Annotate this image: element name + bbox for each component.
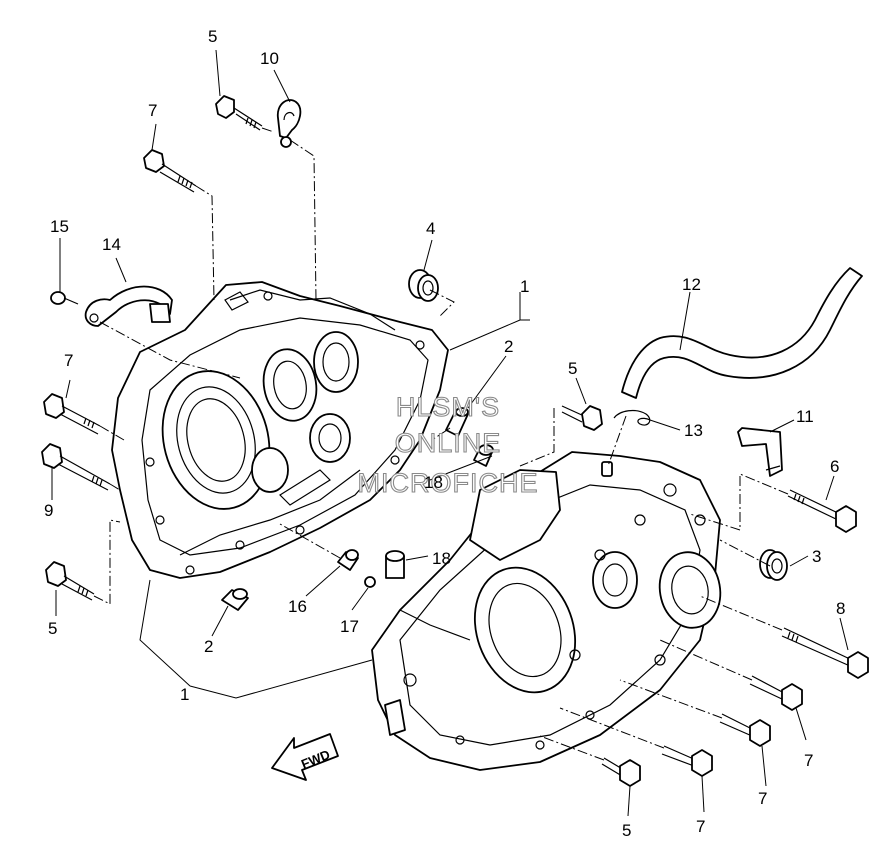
oil-seal-4[interactable] xyxy=(408,269,439,302)
bolt-6[interactable] xyxy=(787,489,857,533)
callout-11: 11 xyxy=(796,407,814,426)
dowel-18-mid[interactable] xyxy=(385,550,405,579)
callout-5-mid: 5 xyxy=(568,359,577,378)
callout-10: 10 xyxy=(260,49,279,68)
dowel-2-bot[interactable] xyxy=(221,588,249,611)
clamp[interactable] xyxy=(613,409,651,426)
callout-18-mid: 18 xyxy=(432,549,451,568)
assembly-lines xyxy=(93,127,789,761)
o-ring-17[interactable] xyxy=(364,576,376,588)
bolt-7-top[interactable] xyxy=(143,149,197,193)
callout-3: 3 xyxy=(812,547,821,566)
callout-14: 14 xyxy=(102,235,121,254)
bolt-7-left[interactable] xyxy=(43,393,101,435)
callout-1-bot: 1 xyxy=(180,685,189,704)
bolt-5-bot[interactable] xyxy=(601,757,641,787)
callout-13: 13 xyxy=(684,421,703,440)
clamp-bracket[interactable] xyxy=(276,99,302,148)
callout-5-top: 5 xyxy=(208,27,217,46)
bolt-7-r2[interactable] xyxy=(719,713,771,747)
bolt-8[interactable] xyxy=(781,627,869,679)
leader-lines xyxy=(51,49,849,817)
callout-6: 6 xyxy=(830,457,839,476)
dowel-2-top[interactable] xyxy=(445,407,469,437)
callout-2-top: 2 xyxy=(504,337,513,356)
watermark-line3: MICROFICHE xyxy=(358,468,539,498)
callout-numbers: 5 10 7 15 14 4 1 2 12 5 13 11 6 7 9 18 3… xyxy=(44,27,845,840)
callout-4: 4 xyxy=(426,219,435,238)
callout-8: 8 xyxy=(836,599,845,618)
callout-15: 15 xyxy=(50,217,69,236)
callout-9: 9 xyxy=(44,501,53,520)
bolt-7-r1[interactable] xyxy=(749,675,803,711)
right-crankcase[interactable] xyxy=(371,451,726,771)
bolt-5-top[interactable] xyxy=(215,95,263,131)
callout-2-bot: 2 xyxy=(204,637,213,656)
oil-seal-3[interactable] xyxy=(759,549,788,581)
callout-7-left: 7 xyxy=(64,351,73,370)
callout-7-r1: 7 xyxy=(804,751,813,770)
screw-15[interactable] xyxy=(50,291,79,305)
plate[interactable] xyxy=(84,285,173,327)
hose-clip[interactable] xyxy=(737,427,783,477)
fwd-arrow: FWD xyxy=(271,733,339,781)
callout-16: 16 xyxy=(288,597,307,616)
bolt-5-left[interactable] xyxy=(45,561,95,601)
callout-5-left: 5 xyxy=(48,619,57,638)
bolt-9[interactable] xyxy=(41,443,111,491)
dowel-16[interactable] xyxy=(337,549,359,571)
callout-5-bot: 5 xyxy=(622,821,631,840)
callout-1-top: 1 xyxy=(520,277,529,296)
callout-12: 12 xyxy=(682,275,701,294)
bolt-5-mid[interactable] xyxy=(561,405,603,431)
watermark: HLSM'S ONLINE MICROFICHE xyxy=(357,391,539,498)
watermark-line2: ONLINE xyxy=(395,428,502,458)
bolt-7-r3[interactable] xyxy=(661,745,713,777)
callout-17: 17 xyxy=(340,617,359,636)
breather-hose[interactable] xyxy=(621,267,863,399)
callout-7-r2: 7 xyxy=(758,789,767,808)
callout-18-top: 18 xyxy=(424,473,443,492)
left-crankcase[interactable] xyxy=(111,281,449,579)
callout-7-top: 7 xyxy=(148,101,157,120)
callout-7-r3: 7 xyxy=(696,817,705,836)
watermark-line1: HLSM'S xyxy=(396,392,500,422)
